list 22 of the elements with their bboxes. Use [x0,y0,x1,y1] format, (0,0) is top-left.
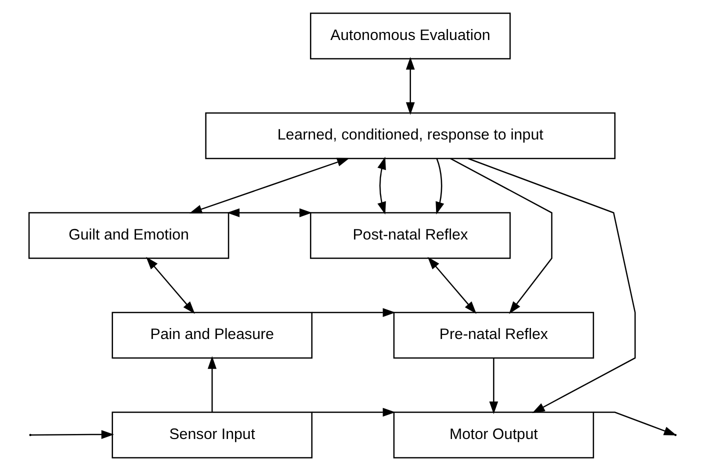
node-box: Pain and Pleasure [111,312,312,359]
arrow [488,358,498,414]
arrow [188,158,350,214]
node-box: Sensor Input [111,412,312,458]
node-box: Autonomous Evaluation [309,12,510,60]
arrow [435,158,444,215]
node-box: Pre-natal Reflex [392,312,594,359]
arrow [226,208,312,218]
node-box: Learned, conditioned, response to input [204,112,616,160]
arrow [376,156,386,215]
arrow [467,158,636,414]
arrow [312,408,395,417]
arrow [146,256,194,314]
arrow [405,56,414,115]
arrow [427,256,476,314]
arrow [207,356,216,412]
node-box: Motor Output [392,412,594,458]
arrow [312,308,395,317]
node-box: Post-natal Reflex [309,212,510,259]
node-box: Guilt and Emotion [28,212,229,259]
arrow [30,430,114,439]
arrow [450,158,552,314]
